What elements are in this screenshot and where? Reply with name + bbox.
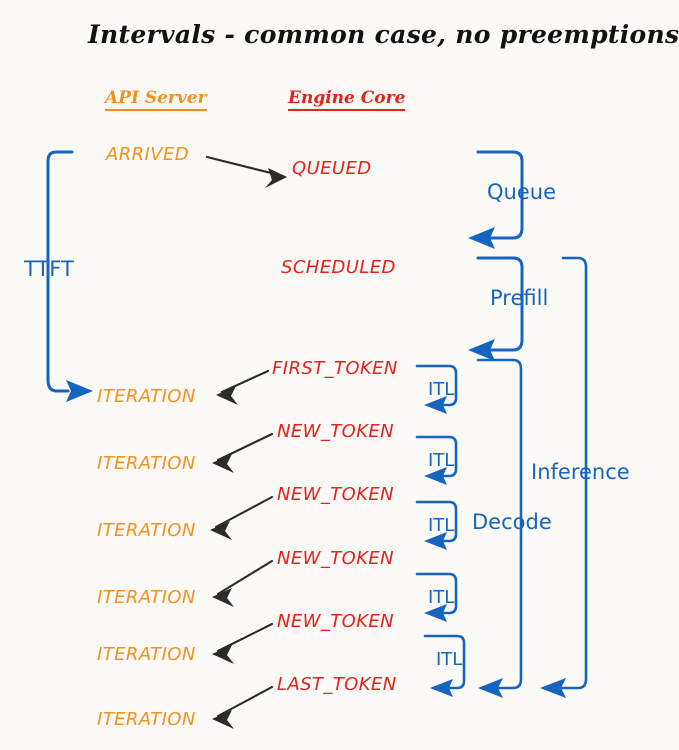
arrow-arrived-to-queued <box>205 155 287 188</box>
column-header-engine-core: Engine Core <box>288 89 406 111</box>
column-header-api-server: API Server <box>105 89 207 111</box>
event-scheduled: SCHEDULED <box>281 257 396 278</box>
event-new-token-3: NEW_TOKEN <box>277 548 395 569</box>
event-last-token: LAST_TOKEN <box>277 674 397 695</box>
event-new-token-4: NEW_TOKEN <box>277 611 395 632</box>
arrow-new-token-to-iteration-2 <box>210 495 274 540</box>
interval-label-ttft: TTFT <box>24 257 74 281</box>
event-arrived: ARRIVED <box>106 144 189 165</box>
event-iteration-5: ITERATION <box>97 644 196 665</box>
interval-label-itl-3: ITL <box>428 515 455 536</box>
event-iteration-3: ITERATION <box>97 520 196 541</box>
event-iteration-4: ITERATION <box>97 587 196 608</box>
arrow-new-token-to-iteration-4 <box>212 622 274 664</box>
interval-label-itl-2: ITL <box>428 450 455 471</box>
arrow-last-token-to-iteration <box>212 685 274 729</box>
arrow-new-token-to-iteration-3 <box>212 559 274 607</box>
event-iteration-1: ITERATION <box>97 386 196 407</box>
interval-label-prefill: Prefill <box>490 286 549 310</box>
event-iteration-2: ITERATION <box>97 453 196 474</box>
event-iteration-6: ITERATION <box>97 709 196 730</box>
interval-label-decode: Decode <box>472 510 552 534</box>
interval-label-itl-5: ITL <box>436 649 463 670</box>
event-first-token: FIRST_TOKEN <box>272 358 398 379</box>
diagram-title: Intervals - common case, no preemptions <box>88 20 679 49</box>
interval-label-itl-1: ITL <box>428 379 455 400</box>
interval-label-queue: Queue <box>487 180 556 204</box>
arrow-new-token-to-iteration-1 <box>212 432 274 473</box>
interval-label-itl-4: ITL <box>428 587 455 608</box>
event-queued: QUEUED <box>292 158 372 179</box>
interval-label-inference: Inference <box>531 460 630 484</box>
arrow-first-token-to-iteration-1 <box>216 369 270 405</box>
event-new-token-2: NEW_TOKEN <box>277 484 395 505</box>
event-new-token-1: NEW_TOKEN <box>277 421 395 442</box>
